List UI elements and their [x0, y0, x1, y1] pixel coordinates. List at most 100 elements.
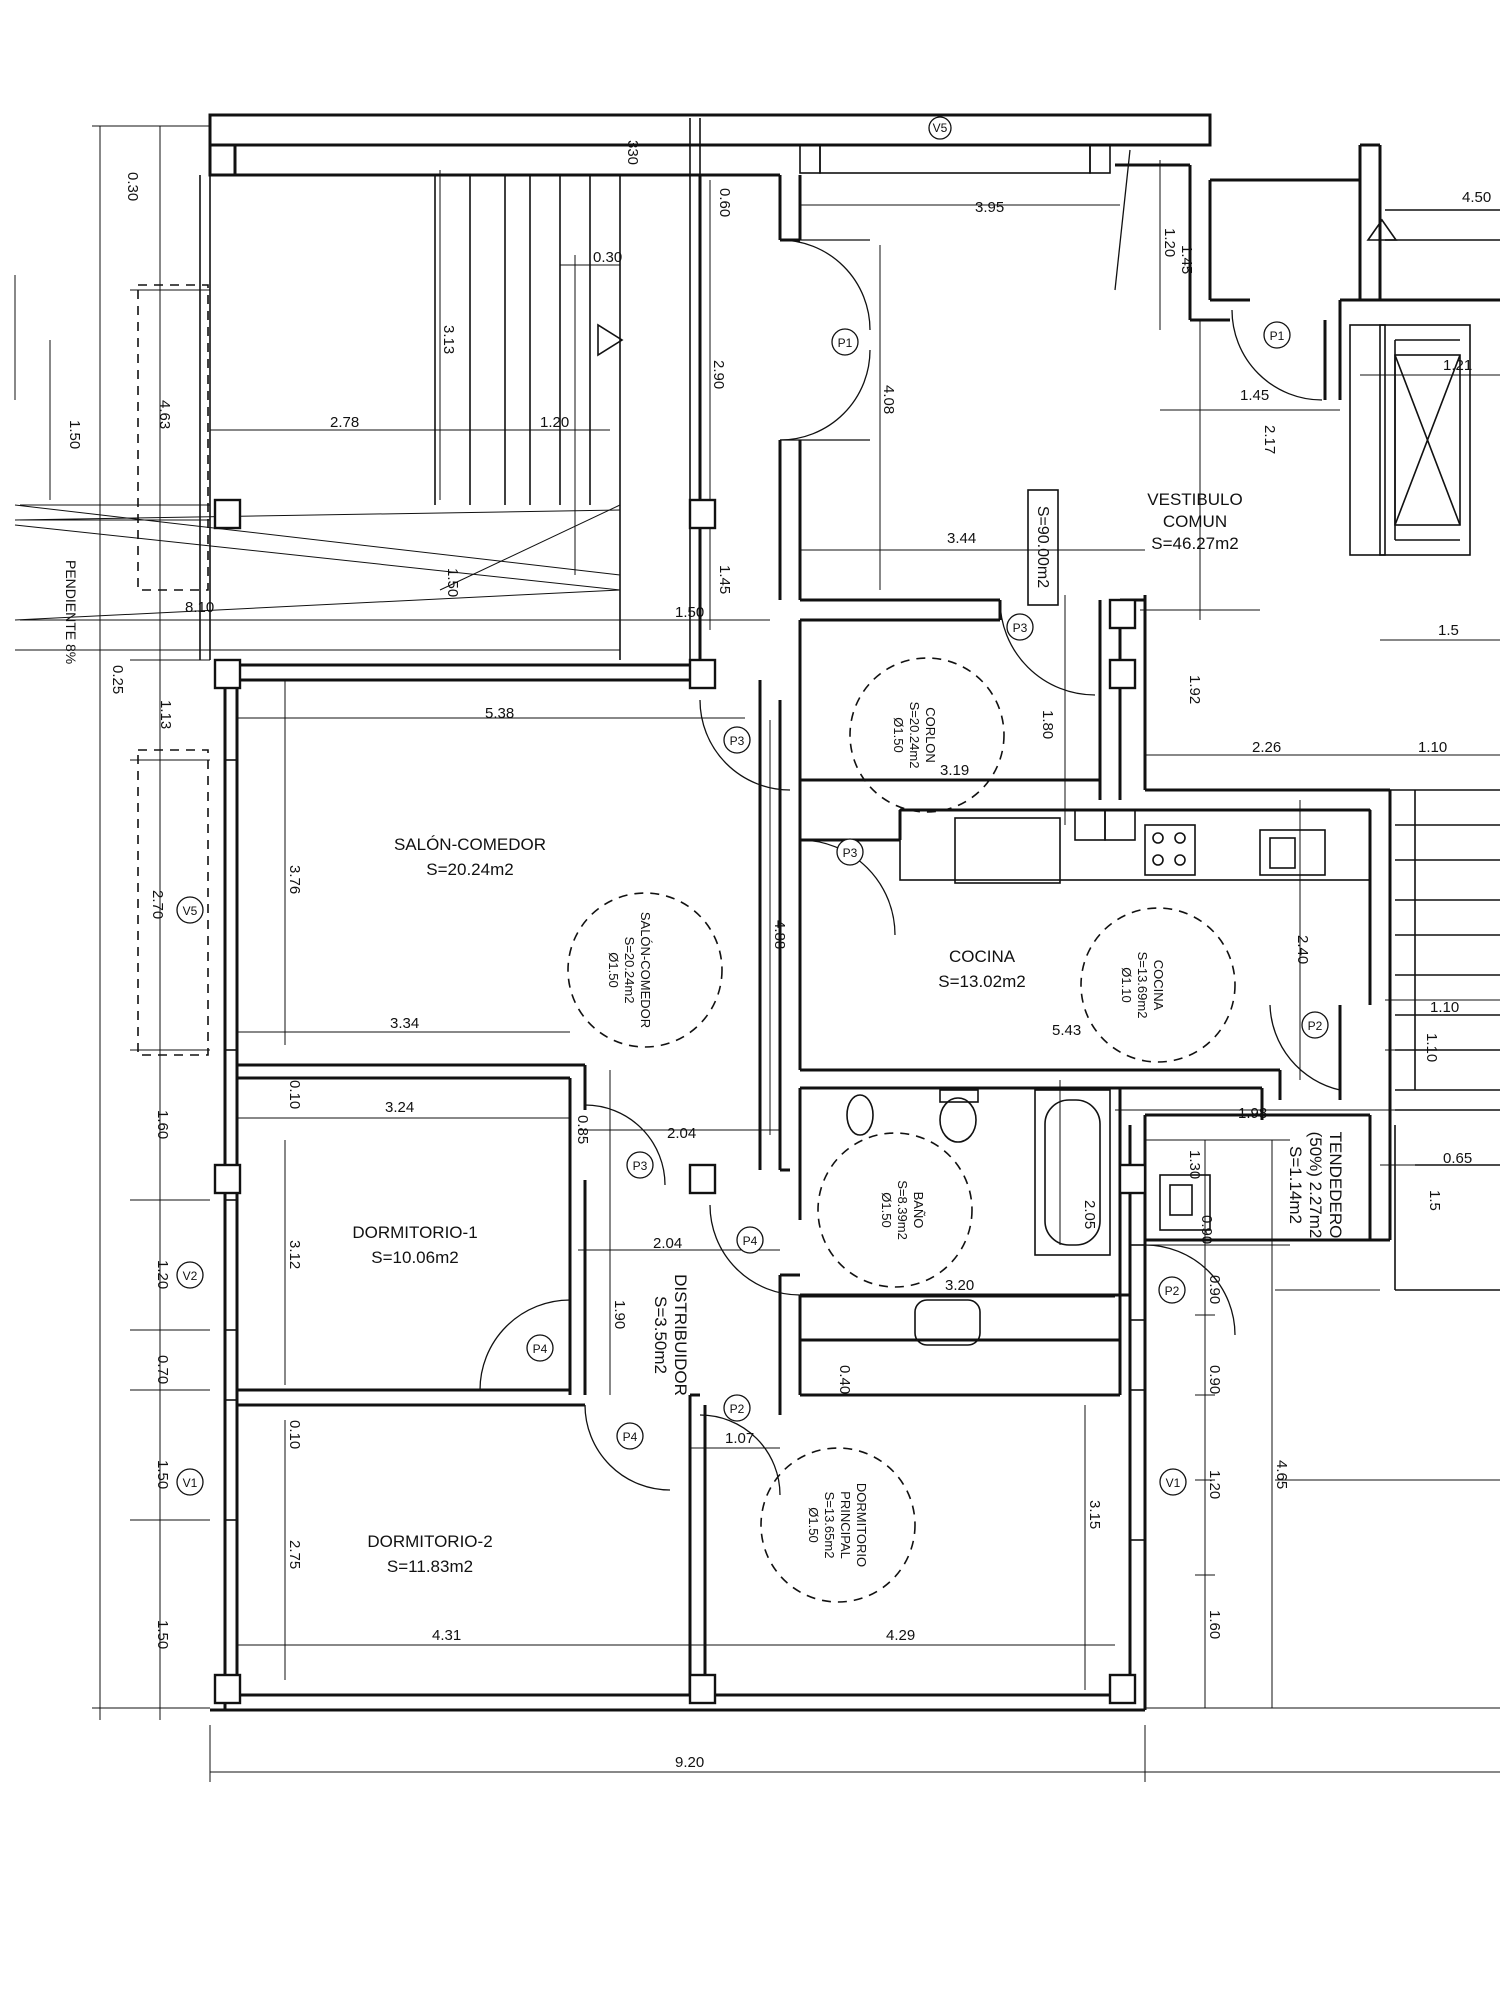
window-tag: V5	[928, 116, 952, 140]
svg-text:P4: P4	[623, 1430, 638, 1444]
svg-text:0.60: 0.60	[716, 188, 733, 217]
svg-text:V5: V5	[183, 904, 198, 918]
svg-text:S=46.27m2: S=46.27m2	[1151, 534, 1238, 553]
windows	[137, 749, 1146, 1541]
walls	[210, 143, 1500, 1712]
svg-text:1.20: 1.20	[154, 1260, 171, 1289]
svg-text:2.40: 2.40	[1294, 935, 1311, 964]
svg-text:3.20: 3.20	[945, 1277, 974, 1294]
svg-text:0.70: 0.70	[154, 1355, 171, 1384]
svg-text:DORMITORIO-2: DORMITORIO-2	[367, 1532, 492, 1551]
fixtures	[846, 809, 1371, 1346]
svg-text:1.45: 1.45	[716, 565, 733, 594]
svg-text:1.20: 1.20	[540, 414, 569, 431]
svg-text:3.19: 3.19	[940, 762, 969, 779]
columns	[213, 498, 1147, 1705]
room-cocina: COCINA S=13.02m2	[938, 947, 1025, 991]
tags: P1 P1 P3 P3 P3 P3 P2 P4 P4 P4 P2 P2 V5 V…	[176, 116, 1329, 1496]
svg-text:1.50: 1.50	[675, 604, 704, 621]
svg-text:S=10.06m2: S=10.06m2	[371, 1248, 458, 1267]
window-tag: V1	[1159, 1468, 1187, 1496]
svg-text:2.05: 2.05	[1081, 1200, 1098, 1229]
door-tag: P2	[1301, 1011, 1329, 1039]
svg-text:2.17: 2.17	[1261, 425, 1278, 454]
svg-text:4.29: 4.29	[886, 1627, 915, 1644]
door-tag: P3	[626, 1151, 654, 1179]
svg-text:2.78: 2.78	[330, 414, 359, 431]
svg-text:Ø1.50: Ø1.50	[891, 717, 906, 752]
svg-text:3.24: 3.24	[385, 1099, 414, 1116]
svg-text:1.20: 1.20	[1161, 228, 1178, 257]
svg-text:DORMITORIO-1: DORMITORIO-1	[352, 1223, 477, 1242]
svg-text:V2: V2	[183, 1269, 198, 1283]
svg-text:2.04: 2.04	[653, 1235, 682, 1252]
svg-text:2.75: 2.75	[286, 1540, 303, 1569]
svg-text:VESTIBULO: VESTIBULO	[1147, 490, 1242, 509]
door-tag: P3	[723, 726, 751, 754]
svg-text:4.50: 4.50	[1462, 189, 1491, 206]
dimension-lines	[14, 125, 1500, 1782]
door-tag: P4	[616, 1422, 644, 1450]
svg-text:P3: P3	[1013, 621, 1028, 635]
svg-text:P2: P2	[1308, 1019, 1323, 1033]
svg-text:0.10: 0.10	[286, 1080, 303, 1109]
window-tag: V5	[176, 896, 204, 924]
door-tag: P1	[831, 328, 859, 356]
door-tag: P3	[836, 838, 864, 866]
door-tag: P4	[526, 1334, 554, 1362]
svg-text:1.98: 1.98	[1238, 1105, 1267, 1122]
svg-text:BAÑO: BAÑO	[911, 1192, 926, 1229]
door-tag: P4	[736, 1226, 764, 1254]
svg-text:4.88: 4.88	[771, 920, 788, 949]
dimension-labels: 330 0.30 3.95 4.50 0.60 0.30 1.20 1.45 3…	[66, 140, 1491, 1771]
svg-text:S=13.02m2: S=13.02m2	[938, 972, 1025, 991]
svg-text:3.12: 3.12	[286, 1240, 303, 1269]
svg-text:S=1.14m2: S=1.14m2	[1286, 1146, 1305, 1224]
svg-text:0.40: 0.40	[836, 1365, 853, 1394]
svg-text:1.50: 1.50	[66, 420, 83, 449]
svg-text:0.90: 0.90	[1206, 1365, 1223, 1394]
svg-text:3.76: 3.76	[286, 865, 303, 894]
svg-text:1.5: 1.5	[1438, 622, 1459, 639]
svg-text:1.5: 1.5	[1426, 1190, 1443, 1211]
svg-text:1.45: 1.45	[1178, 245, 1195, 274]
svg-text:1.10: 1.10	[1430, 999, 1459, 1016]
svg-text:3.13: 3.13	[440, 325, 457, 354]
room-salon: SALÓN-COMEDOR S=20.24m2	[394, 835, 546, 879]
svg-text:4.31: 4.31	[432, 1627, 461, 1644]
svg-text:P3: P3	[730, 734, 745, 748]
svg-text:P4: P4	[743, 1234, 758, 1248]
svg-text:PRINCIPAL: PRINCIPAL	[838, 1491, 853, 1559]
room-tendedero: TENDEDERO (50%) 2.27m2 S=1.14m2	[1286, 1132, 1345, 1239]
svg-text:S=90.00m2: S=90.00m2	[1034, 506, 1051, 588]
svg-text:Ø1.50: Ø1.50	[806, 1507, 821, 1542]
svg-text:P3: P3	[633, 1159, 648, 1173]
door-tag: P2	[723, 1394, 751, 1422]
svg-text:2.26: 2.26	[1252, 739, 1281, 756]
svg-text:1.10: 1.10	[1418, 739, 1447, 756]
svg-text:1.92: 1.92	[1186, 675, 1203, 704]
svg-text:0.65: 0.65	[1443, 1150, 1472, 1167]
svg-text:S=13.65m2: S=13.65m2	[822, 1492, 837, 1559]
svg-text:DORMITORIO: DORMITORIO	[854, 1483, 869, 1567]
svg-text:0.85: 0.85	[574, 1115, 591, 1144]
svg-text:V1: V1	[183, 1476, 198, 1490]
svg-text:SALÓN-COMEDOR: SALÓN-COMEDOR	[394, 835, 546, 854]
svg-text:P4: P4	[533, 1342, 548, 1356]
room-dormitorio-1: DORMITORIO-1 S=10.06m2	[352, 1223, 477, 1267]
svg-text:CORLON: CORLON	[923, 707, 938, 763]
doors	[479, 149, 1341, 1496]
svg-text:V1: V1	[1166, 1476, 1181, 1490]
room-labels: SALÓN-COMEDOR S=20.24m2 COCINA S=13.02m2…	[352, 489, 1345, 1576]
svg-text:V5: V5	[933, 121, 948, 135]
svg-text:1.20: 1.20	[1206, 1470, 1223, 1499]
svg-text:Ø1.10: Ø1.10	[1119, 967, 1134, 1002]
svg-text:S=3.50m2: S=3.50m2	[651, 1296, 670, 1374]
svg-text:1.13: 1.13	[157, 700, 174, 729]
svg-text:1.10: 1.10	[1423, 1033, 1440, 1062]
svg-text:TENDEDERO: TENDEDERO	[1326, 1132, 1345, 1239]
svg-text:1.45: 1.45	[1240, 387, 1269, 404]
svg-text:8.10: 8.10	[185, 599, 214, 616]
door-tag: P1	[1263, 321, 1291, 349]
